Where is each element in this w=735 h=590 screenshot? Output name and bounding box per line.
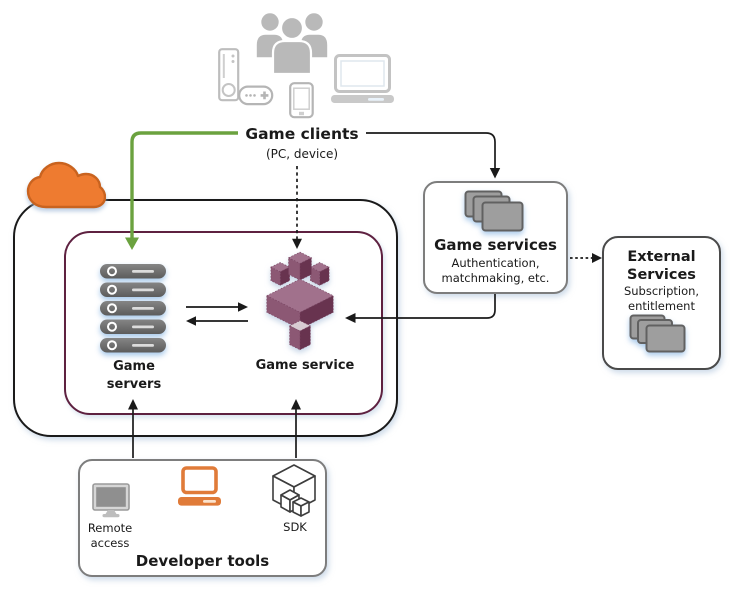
game-services-subtitle: Authentication, matchmaking, etc. [441, 256, 550, 286]
cloud-icon [26, 161, 106, 210]
developer-tools-title: Developer tools [135, 552, 270, 570]
gamepad-icon [238, 84, 274, 107]
game-console-icon [218, 48, 240, 104]
game-clients-title: Game clients [245, 125, 359, 143]
sdk-cubes-icon [271, 463, 319, 518]
external-services-title: External Services [627, 249, 696, 284]
laptop-icon [330, 54, 395, 104]
game-service-icon [256, 250, 344, 356]
arrow-clients-to-game-services [366, 132, 501, 179]
remote-access-monitor-icon [92, 483, 130, 519]
external-services-subtitle: Subscription, entitlement [623, 284, 700, 314]
game-servers-label: Game servers [106, 359, 162, 392]
smartphone-icon [289, 82, 315, 119]
services-stack-icon [464, 190, 526, 234]
external-stack-icon [629, 314, 691, 356]
console-laptop-icon [176, 466, 222, 508]
game-clients-subtitle: (PC, device) [265, 147, 339, 161]
people-group-icon [252, 8, 332, 76]
sdk-label: SDK [283, 520, 307, 534]
remote-access-label: Remote access [87, 521, 133, 551]
dotted-arrow-game-services-to-external [570, 253, 602, 263]
game-service-label: Game service [255, 358, 355, 373]
game-services-title: Game services [434, 236, 557, 254]
server-stack-icon [100, 263, 168, 355]
